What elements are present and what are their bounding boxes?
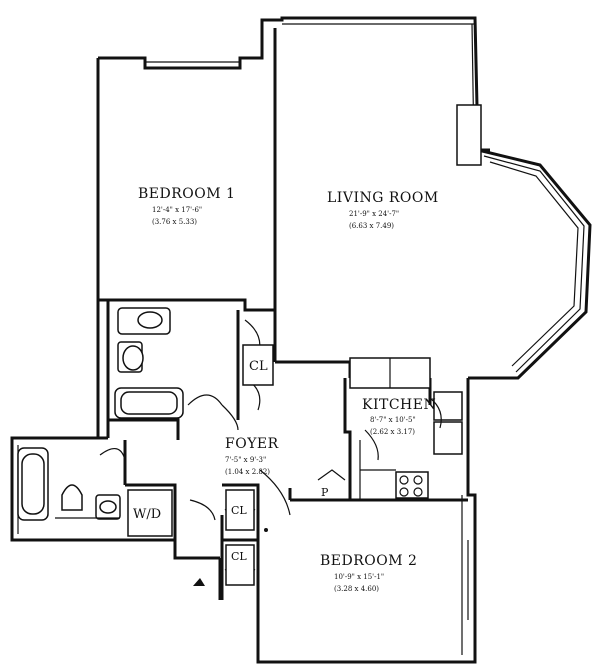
living-room-dims-imperial: 21'-9" x 24'-7" <box>349 210 399 218</box>
closet-lower-box <box>225 544 255 586</box>
bedroom-2-name: BEDROOM 2 <box>320 553 417 569</box>
exterior-walls <box>10 16 592 664</box>
interior-walls <box>12 28 468 662</box>
closet-main-box <box>242 344 274 386</box>
kitchen-dims-metric: (2.62 x 3.17) <box>370 428 415 436</box>
living-room-name: LIVING ROOM <box>327 190 439 206</box>
foyer-dims-metric: (1.04 x 2.82) <box>225 468 270 476</box>
bedroom-2-dims-imperial: 10'-9" x 15'-1" <box>334 573 384 581</box>
kitchen-dims-imperial: 8'-7" x 10'-5" <box>370 416 416 424</box>
bath-2-fixtures <box>17 447 121 521</box>
windows <box>17 23 585 655</box>
foyer-dims-imperial: 7'-5" x 9'-3" <box>225 456 266 464</box>
foyer-name: FOYER <box>225 436 279 452</box>
bath-1-fixtures <box>114 307 184 419</box>
bedroom-1-dims-metric: (3.76 x 5.33) <box>152 218 197 226</box>
closet-lower-label: CL <box>231 550 247 563</box>
closet-upper-box <box>225 489 255 531</box>
living-room-dims-metric: (6.63 x 7.49) <box>349 222 394 230</box>
bedroom-1-dims-imperial: 12'-4" x 17'-6" <box>152 206 202 214</box>
pantry-label: P <box>321 486 329 499</box>
bedroom-1-name: BEDROOM 1 <box>138 186 235 202</box>
entry-marker-icon <box>193 578 205 586</box>
closet-upper-label: CL <box>231 504 247 517</box>
kitchen-fixtures <box>349 357 463 500</box>
column-dot <box>264 528 268 532</box>
closet-main-label: CL <box>249 359 268 374</box>
washer-dryer-unit <box>127 489 173 537</box>
kitchen-name: KITCHEN <box>362 397 436 413</box>
washer-dryer-label: W/D <box>133 507 161 522</box>
bedroom-2-dims-metric: (3.28 x 4.60) <box>334 585 379 593</box>
